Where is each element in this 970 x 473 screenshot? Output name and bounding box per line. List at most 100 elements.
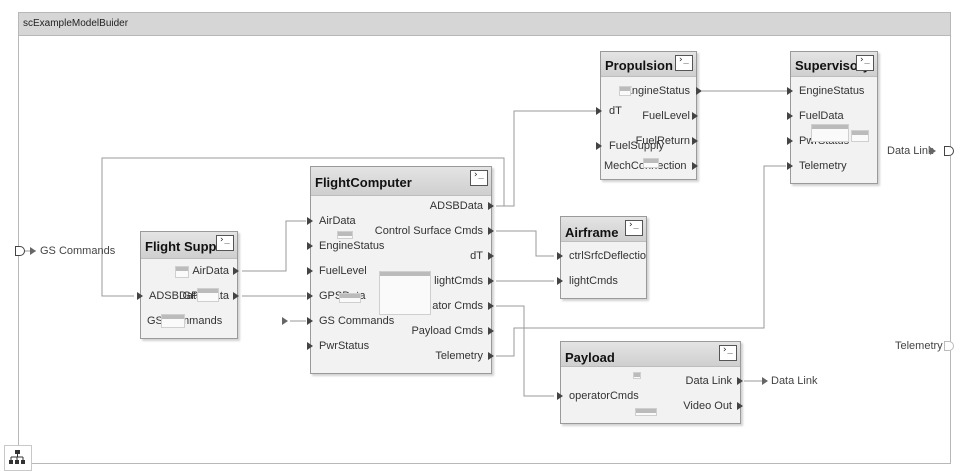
- port-arrow-icon[interactable]: [137, 292, 143, 300]
- port-arrow-icon[interactable]: [488, 352, 494, 360]
- port-label: EngineStatus: [624, 85, 690, 97]
- external-port-data-link-payload[interactable]: Data Link: [771, 375, 818, 387]
- block-header: Airframe: [561, 217, 646, 242]
- wire-ctrl-surface: [496, 230, 554, 257]
- port-arrow-icon[interactable]: [488, 302, 494, 310]
- port-arrow-icon[interactable]: [488, 227, 494, 235]
- external-port-gs-commands[interactable]: GS Commands: [40, 245, 116, 257]
- terminal-icon[interactable]: [675, 55, 693, 71]
- port-label: lightCmds: [569, 275, 618, 287]
- wire-adsb: [101, 157, 505, 297]
- port-arrow-icon[interactable]: [787, 87, 793, 95]
- port-arrow-icon[interactable]: [787, 162, 793, 170]
- mini-preview: [379, 271, 431, 315]
- hierarchy-button[interactable]: [4, 445, 32, 471]
- external-port-telemetry[interactable]: Telemetry: [895, 340, 943, 352]
- port-label: FuelLevel: [319, 265, 367, 277]
- mini-preview: [337, 231, 353, 239]
- port-arrow-icon[interactable]: [596, 142, 602, 150]
- port-arrow-icon[interactable]: [737, 402, 743, 410]
- external-port-data-link[interactable]: Data Link: [887, 145, 934, 157]
- port-arrow-icon[interactable]: [307, 267, 313, 275]
- block-flightsupport[interactable]: Flight Suppo AirData ADSBData GPSData GS…: [140, 231, 238, 339]
- terminal-icon[interactable]: [216, 235, 234, 251]
- terminal-icon[interactable]: [470, 170, 488, 186]
- port-arrow-icon[interactable]: [944, 341, 954, 351]
- block-title: Flight Suppo: [145, 239, 225, 254]
- port-label: dT: [609, 105, 622, 117]
- port-arrow-icon[interactable]: [307, 317, 313, 325]
- mini-preview: [643, 158, 659, 168]
- port-arrow-icon[interactable]: [557, 277, 563, 285]
- port-label: EngineStatus: [319, 240, 385, 252]
- port-arrow-icon[interactable]: [692, 137, 698, 145]
- port-label: EngineStatus: [799, 85, 865, 97]
- port-arrow-icon[interactable]: [233, 292, 239, 300]
- port-label: Video Out: [683, 400, 732, 412]
- block-header: Supervisory: [791, 52, 877, 77]
- port-label: PwrStatus: [319, 340, 370, 352]
- port-arrow-icon[interactable]: [488, 252, 494, 260]
- block-flightcomputer[interactable]: FlightComputer AirData EngineStatus Fuel…: [310, 166, 492, 374]
- port-arrow-icon[interactable]: [30, 247, 36, 255]
- block-airframe[interactable]: Airframe ctrlSrfcDeflection lightCmds: [560, 216, 647, 299]
- port-label: AirData: [319, 215, 356, 227]
- port-arrow-icon[interactable]: [692, 162, 698, 170]
- hierarchy-icon: [9, 450, 25, 464]
- wire-operator: [496, 305, 554, 397]
- block-payload[interactable]: Payload operatorCmds Data Link Video Out: [560, 341, 741, 424]
- block-title: Supervisory: [795, 58, 871, 73]
- port-arrow-icon[interactable]: [233, 267, 239, 275]
- port-arrow-icon[interactable]: [557, 252, 563, 260]
- port-arrow-icon[interactable]: [596, 107, 602, 115]
- block-title: Payload: [565, 350, 615, 365]
- block-supervisory[interactable]: Supervisory EngineStatus FuelData PwrSta…: [790, 51, 878, 184]
- terminal-icon[interactable]: [719, 345, 737, 361]
- port-label: Control Surface Cmds: [374, 225, 483, 237]
- block-header: FlightComputer: [311, 167, 491, 196]
- port-label: FuelReturn: [635, 135, 690, 147]
- block-propulsion[interactable]: Propulsion EngineStatus dT FuelLevel Fue…: [600, 51, 697, 180]
- port-label: lightCmds: [434, 275, 483, 287]
- block-header: Flight Suppo: [141, 232, 237, 259]
- block-title: Propulsion: [605, 58, 673, 73]
- terminal-icon[interactable]: [856, 55, 874, 71]
- block-title: FlightComputer: [315, 175, 412, 190]
- port-arrow-icon[interactable]: [762, 377, 768, 385]
- port-arrow-icon[interactable]: [307, 292, 313, 300]
- terminal-icon[interactable]: [625, 220, 643, 236]
- port-label: Telemetry: [799, 160, 847, 172]
- port-label: ADSBData: [429, 200, 483, 212]
- mini-preview: [339, 293, 361, 303]
- port-arrow-icon[interactable]: [307, 342, 313, 350]
- port-arrow-icon[interactable]: [944, 146, 954, 156]
- mini-preview: [633, 372, 641, 379]
- port-arrow-icon[interactable]: [488, 327, 494, 335]
- port-label: Data Link: [685, 375, 732, 387]
- port-arrow-icon[interactable]: [696, 87, 702, 95]
- port-arrow-icon[interactable]: [787, 112, 793, 120]
- port-arrow-icon[interactable]: [787, 137, 793, 145]
- port-arrow-icon[interactable]: [307, 217, 313, 225]
- port-arrow-icon[interactable]: [307, 242, 313, 250]
- wire-dt: [496, 110, 596, 207]
- port-arrow-icon[interactable]: [282, 317, 288, 325]
- mini-preview: [175, 266, 189, 278]
- port-arrow-icon[interactable]: [692, 112, 698, 120]
- port-arrow-icon[interactable]: [488, 277, 494, 285]
- mini-preview: [851, 130, 869, 142]
- mini-preview: [619, 86, 631, 96]
- port-label: Payload Cmds: [411, 325, 483, 337]
- port-arrow-icon[interactable]: [15, 246, 25, 256]
- canvas-title: scExampleModelBuider: [19, 13, 950, 36]
- port-arrow-icon[interactable]: [557, 392, 563, 400]
- port-arrow-icon[interactable]: [488, 202, 494, 210]
- port-label: Telemetry: [435, 350, 483, 362]
- mini-preview: [635, 408, 657, 416]
- port-label: ctrlSrfcDeflection: [569, 250, 647, 262]
- port-arrow-icon[interactable]: [930, 147, 936, 155]
- port-arrow-icon[interactable]: [737, 377, 743, 385]
- port-label: FuelLevel: [642, 110, 690, 122]
